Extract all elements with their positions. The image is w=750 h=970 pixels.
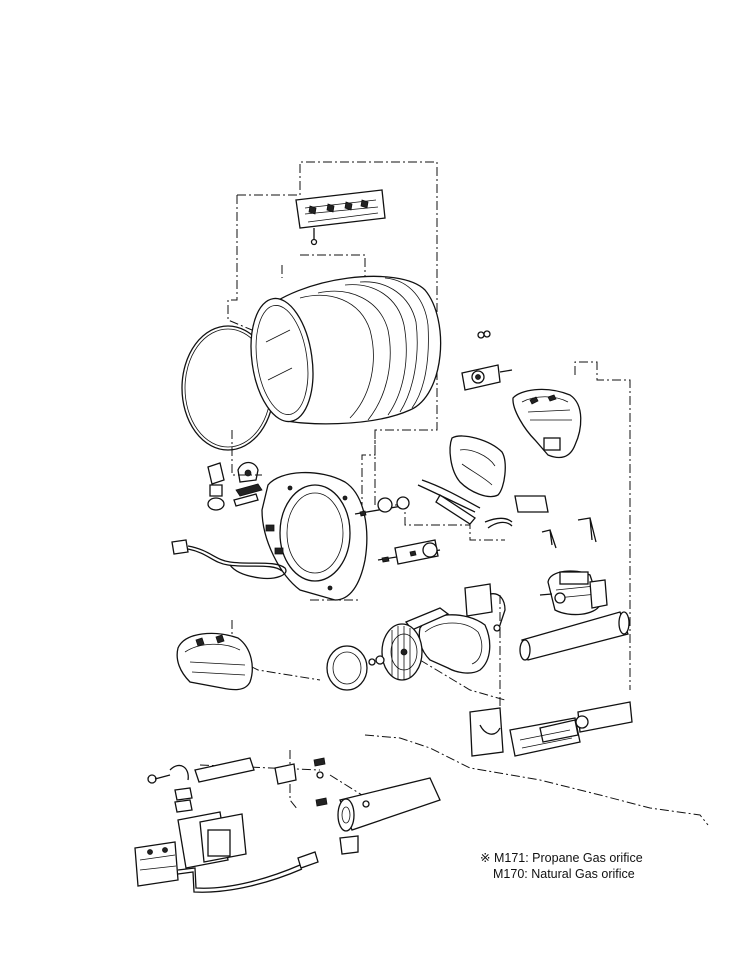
base-bracket — [469, 701, 633, 757]
thermostats-left — [207, 461, 263, 511]
exhaust-tube — [519, 611, 630, 661]
motor-relay — [464, 583, 506, 632]
filter-housing — [512, 388, 582, 459]
drum — [250, 275, 442, 425]
orifice-note-line-propane: ※ M171: Propane Gas orifice — [480, 850, 643, 866]
orifice-note: ※ M171: Propane Gas orifice M170: Natura… — [480, 850, 643, 882]
blower-wheel — [368, 623, 423, 681]
front-bulkhead — [261, 471, 368, 601]
note-propane-text: M171: Propane Gas orifice — [493, 851, 643, 865]
lint-filter — [176, 632, 253, 691]
support-straps — [417, 479, 549, 529]
rear-duct — [449, 435, 506, 498]
burner-tube — [274, 757, 441, 855]
blower-housing — [404, 607, 491, 674]
drum-baffle — [281, 189, 386, 278]
rear-seal — [326, 645, 368, 691]
gas-valve-assembly — [134, 757, 319, 893]
motor-mount-clips — [541, 517, 597, 549]
note-natural-gas-text: M170: Natural Gas orifice — [493, 867, 635, 881]
group-boundaries — [199, 161, 709, 826]
power-cord — [171, 539, 287, 580]
drive-motor — [539, 570, 608, 616]
drum-rollers — [354, 496, 441, 565]
fasteners-upper-right — [461, 330, 513, 391]
note-symbol: ※ — [480, 851, 491, 865]
